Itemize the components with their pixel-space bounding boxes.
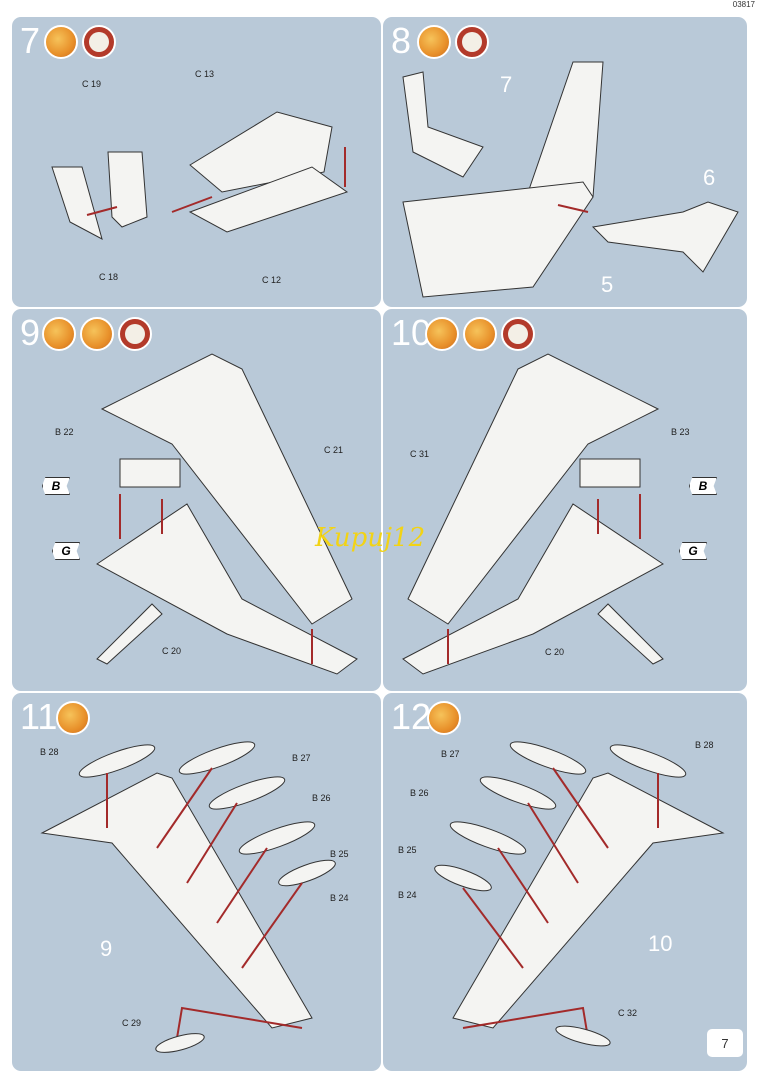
part-number-7: 7 <box>500 72 513 97</box>
glue-icon <box>417 25 451 59</box>
glue-icon <box>42 317 76 351</box>
step-number: 10 <box>391 312 432 353</box>
part-label-b26: B 26 <box>312 793 331 803</box>
glue-icon <box>427 701 461 735</box>
step-icons <box>44 25 116 59</box>
step-8-panel: 8 7 6 5 <box>383 17 747 307</box>
part-label-b24: B 24 <box>330 893 349 903</box>
step-icons <box>56 701 90 735</box>
part-label-c32: C 32 <box>618 1008 638 1018</box>
step-7-panel: 7 C 19 C 13 C 18 C 12 <box>12 17 381 307</box>
step-number: 8 <box>391 20 412 61</box>
step-number: 12 <box>391 696 432 737</box>
drying-clock-icon <box>501 317 535 351</box>
part-label-b28: B 28 <box>40 747 59 757</box>
part-number-5: 5 <box>601 272 614 297</box>
page-number: 7 <box>707 1029 743 1057</box>
paint-code-b: B <box>42 477 70 495</box>
part-label-b28: B 28 <box>695 740 714 750</box>
part-number-10: 10 <box>648 931 673 956</box>
part-label-c13: C 13 <box>195 69 215 79</box>
part-label-b27: B 27 <box>292 753 311 763</box>
drying-clock-icon <box>82 25 116 59</box>
part-label-b25: B 25 <box>330 849 349 859</box>
part-label-c20: C 20 <box>545 647 565 657</box>
step-12-drawing <box>434 741 725 1047</box>
step-11-drawing <box>40 741 336 1053</box>
glue-icon <box>44 25 78 59</box>
step-9-panel: 9 B 22 C 21 C 20 B G <box>12 309 381 691</box>
part-label-c29: C 29 <box>122 1018 142 1028</box>
step-8-drawing <box>402 61 739 298</box>
paint-code-b: B <box>689 477 717 495</box>
glue-icon <box>56 701 90 735</box>
part-label-b25: B 25 <box>398 845 417 855</box>
part-label-c19: C 19 <box>82 79 102 89</box>
step-icons <box>427 701 461 735</box>
step-10-drawing <box>402 353 664 675</box>
part-label-b23: B 23 <box>671 427 690 437</box>
paint-code-g: G <box>52 542 80 560</box>
step-7-drawing <box>51 111 349 240</box>
step-icons <box>42 317 152 351</box>
step-number: 11 <box>20 696 58 737</box>
part-label-c12: C 12 <box>262 275 282 285</box>
drying-clock-icon <box>118 317 152 351</box>
step-9-drawing <box>96 353 358 675</box>
part-label-c31: C 31 <box>410 449 430 459</box>
step-12-panel: 12 10 B 27 B 28 B 26 B 25 B 24 C 32 <box>383 693 747 1071</box>
watermark: Kupuj12 <box>315 523 426 553</box>
step-number: 9 <box>20 312 41 353</box>
part-number-6: 6 <box>703 165 716 190</box>
step-icons <box>425 317 535 351</box>
step-icons <box>417 25 489 59</box>
step-10-panel: 10 C 31 B 23 C 20 B G <box>383 309 747 691</box>
paint-icon <box>80 317 114 351</box>
part-label-c21: C 21 <box>324 445 344 455</box>
step-11-panel: 11 9 B 28 B 27 B 26 B 25 B 24 C 29 <box>12 693 381 1071</box>
catalog-code: 03817 <box>732 0 755 9</box>
part-number-9: 9 <box>100 936 113 961</box>
part-label-b26: B 26 <box>410 788 429 798</box>
part-label-c20: C 20 <box>162 646 182 656</box>
paint-icon <box>463 317 497 351</box>
part-label-b27: B 27 <box>441 749 460 759</box>
part-label-b22: B 22 <box>55 427 74 437</box>
glue-icon <box>425 317 459 351</box>
part-label-c18: C 18 <box>99 272 119 282</box>
drying-clock-icon <box>455 25 489 59</box>
part-label-b24: B 24 <box>398 890 417 900</box>
step-number: 7 <box>20 20 41 61</box>
paint-code-g: G <box>679 542 707 560</box>
